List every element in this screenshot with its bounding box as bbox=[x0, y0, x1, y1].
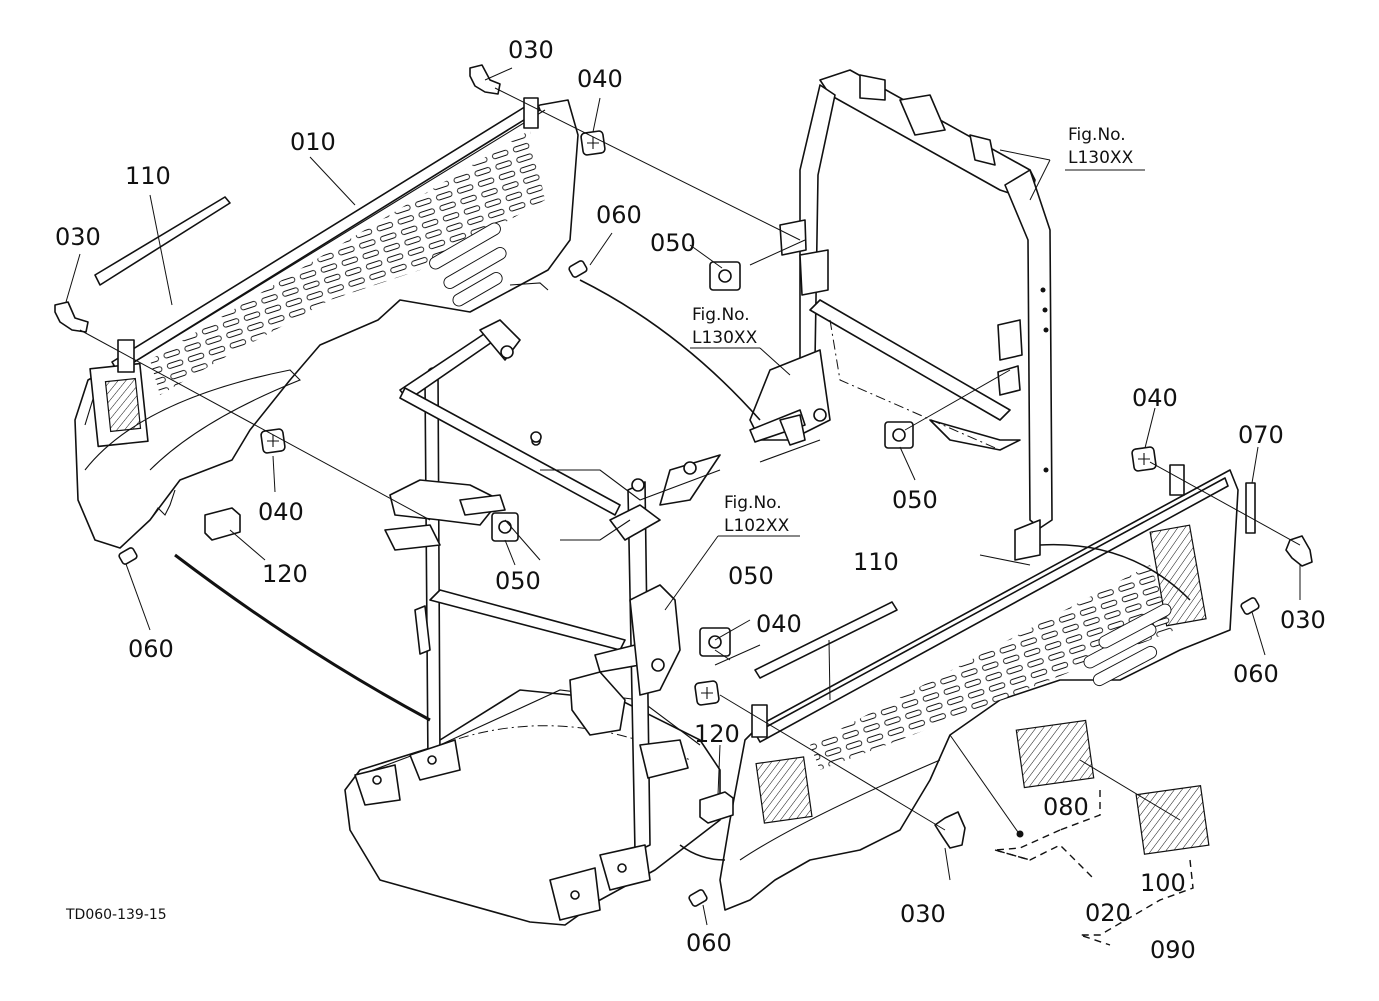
callout-060: 060 bbox=[686, 929, 732, 957]
callout-040: 040 bbox=[577, 65, 623, 93]
drawing-id: TD060-139-15 bbox=[65, 907, 167, 923]
leader-lines bbox=[65, 67, 1301, 926]
right-frame bbox=[749, 69, 1053, 566]
callout-110: 110 bbox=[853, 548, 899, 576]
callout-050: 050 bbox=[495, 567, 541, 595]
part-070 bbox=[1245, 482, 1256, 534]
callout-120: 120 bbox=[262, 560, 308, 588]
callout-040: 040 bbox=[756, 610, 802, 638]
callout-090: 090 bbox=[1150, 936, 1196, 964]
bracket-lines bbox=[994, 790, 1194, 946]
callout-080: 080 bbox=[1043, 793, 1089, 821]
callout-110: 110 bbox=[125, 162, 171, 190]
nut-040 bbox=[260, 130, 1157, 706]
callout-050: 050 bbox=[728, 562, 774, 590]
callout-030: 030 bbox=[1280, 606, 1326, 634]
left-side-cover bbox=[74, 97, 579, 549]
callout-030: 030 bbox=[508, 36, 554, 64]
callout-010: 010 bbox=[290, 128, 336, 156]
callout-030: 030 bbox=[900, 900, 946, 928]
center-frame bbox=[344, 319, 721, 926]
callout-050: 050 bbox=[892, 486, 938, 514]
callout-020: 020 bbox=[1085, 899, 1131, 927]
callout-040: 040 bbox=[258, 498, 304, 526]
fig-ref-label: Fig.No. bbox=[692, 305, 750, 325]
fig-ref-number: L130XX bbox=[1068, 148, 1134, 168]
strip-110-right bbox=[754, 601, 898, 701]
callout-labels: 030 040 010 110 030 060 050 040 120 060 … bbox=[55, 36, 1326, 964]
callout-060: 060 bbox=[1233, 660, 1279, 688]
callout-060: 060 bbox=[128, 635, 174, 663]
decal-080 bbox=[1015, 719, 1095, 789]
fig-ref-label: Fig.No. bbox=[1068, 125, 1126, 145]
fig-ref-number: L130XX bbox=[692, 328, 758, 348]
callout-070: 070 bbox=[1238, 421, 1284, 449]
strip-110-left bbox=[94, 194, 231, 306]
callout-120: 120 bbox=[694, 720, 740, 748]
fig-ref-number: L102XX bbox=[724, 516, 790, 536]
callout-060: 060 bbox=[596, 201, 642, 229]
callout-030: 030 bbox=[55, 223, 101, 251]
callout-040: 040 bbox=[1132, 384, 1178, 412]
right-side-cover bbox=[719, 464, 1239, 911]
block-120 bbox=[204, 507, 734, 824]
fig-ref-label: Fig.No. bbox=[724, 493, 782, 513]
callout-050: 050 bbox=[650, 229, 696, 257]
decal-100 bbox=[1135, 785, 1210, 855]
figure-references: Fig.No. L130XX Fig.No. L130XX Fig.No. L1… bbox=[692, 125, 1134, 536]
clip-050 bbox=[491, 261, 914, 657]
callout-100: 100 bbox=[1140, 869, 1186, 897]
pin-060 bbox=[118, 260, 1260, 907]
